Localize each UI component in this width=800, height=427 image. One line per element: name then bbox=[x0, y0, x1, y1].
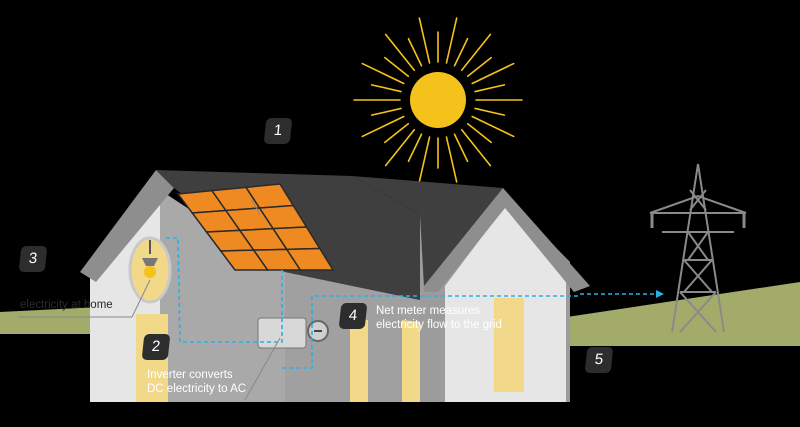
sun-ray bbox=[474, 84, 506, 93]
sun-ray bbox=[453, 37, 469, 67]
step-badge-4: 4 bbox=[338, 303, 368, 329]
step-badge-1: 1 bbox=[263, 118, 293, 144]
sun-ray bbox=[370, 107, 402, 116]
sun-ray bbox=[471, 115, 515, 138]
sun-ray bbox=[384, 33, 416, 72]
sun-ray bbox=[407, 133, 423, 163]
sun-ray bbox=[384, 122, 410, 144]
light-bulb-icon bbox=[142, 240, 158, 278]
sun-ray bbox=[407, 37, 423, 67]
sun-ray bbox=[460, 33, 492, 72]
solar-panel-cell bbox=[285, 247, 335, 271]
step-badge-3: 3 bbox=[18, 246, 48, 272]
step-4-label-line1: Net meter measures bbox=[376, 305, 481, 317]
sun-ray bbox=[361, 115, 405, 138]
step-4-label-line2: electricity flow to the grid bbox=[376, 319, 502, 331]
callout-lines bbox=[18, 199, 281, 401]
solar-panel-array bbox=[176, 183, 335, 271]
house bbox=[80, 170, 590, 402]
sun-ray bbox=[466, 122, 492, 144]
sun-ray bbox=[474, 107, 506, 116]
sun-ray bbox=[418, 17, 431, 64]
sun-icon bbox=[353, 17, 523, 183]
ground-right bbox=[560, 282, 800, 346]
flow-arrow-icon bbox=[656, 290, 664, 298]
sun-ray bbox=[453, 133, 469, 163]
step-badge-5: 5 bbox=[584, 347, 614, 373]
sun-ray bbox=[384, 128, 416, 167]
sun-ray bbox=[460, 128, 492, 167]
sun-ray bbox=[418, 136, 431, 183]
wiring bbox=[166, 237, 656, 369]
step-2-label-line1: Inverter converts bbox=[147, 369, 233, 381]
sun-ray bbox=[445, 136, 458, 183]
step-3-label: electricity at home bbox=[20, 299, 113, 311]
step-badge-2: 2 bbox=[141, 334, 171, 360]
sun-ray bbox=[361, 62, 405, 85]
step-2-label-line2: DC electricity to AC bbox=[147, 383, 247, 395]
sun-ray bbox=[384, 56, 410, 78]
power-tower-icon bbox=[649, 163, 747, 333]
sun-ray bbox=[466, 56, 492, 78]
sun-ray bbox=[471, 62, 515, 85]
sun-ray bbox=[445, 17, 458, 64]
sun-ray bbox=[370, 84, 402, 93]
